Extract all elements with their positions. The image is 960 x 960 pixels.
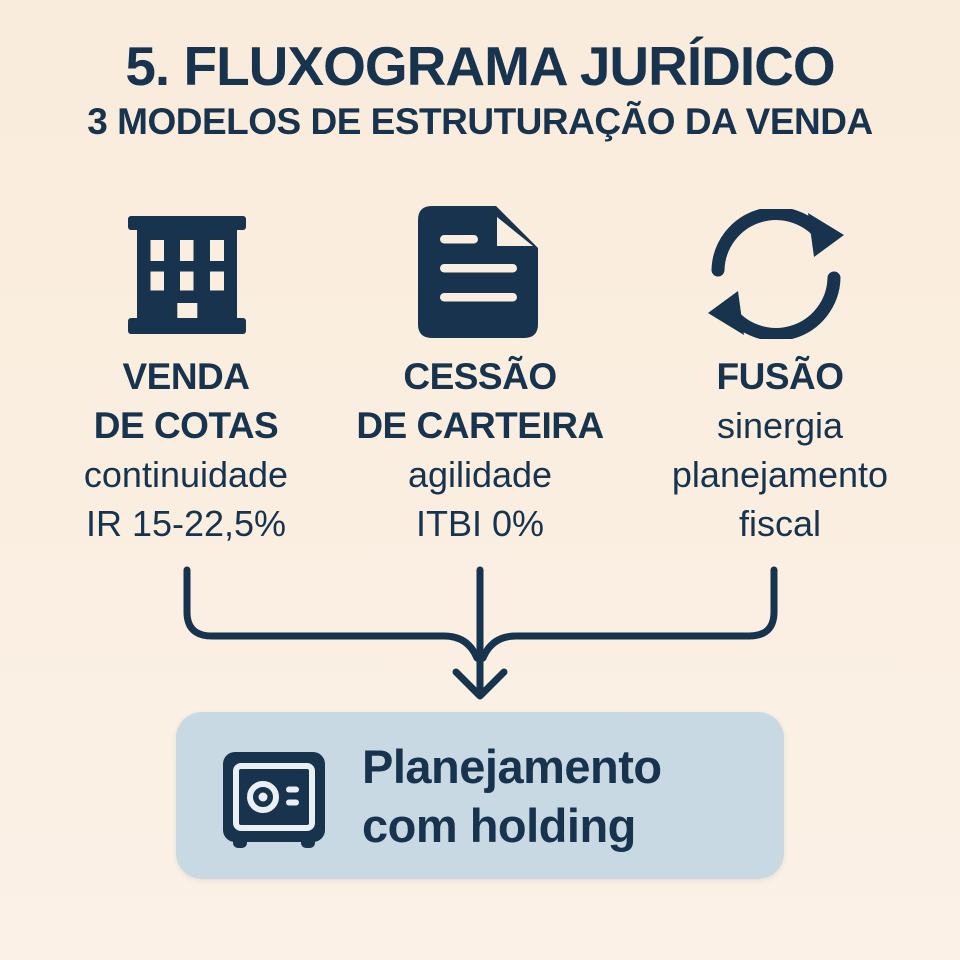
arrowhead [452,668,508,700]
model-column-cessao-de-carteira: CESSÃO DE CARTEIRA agilidade ITBI 0% [328,352,632,548]
model-title-line: VENDA [122,356,250,397]
model-detail-line: IR 15-22,5% [85,503,287,544]
page-subtitle: 3 MODELOS DE ESTRUTURAÇÃO DA VENDA [87,101,873,142]
sync-icon [708,209,844,339]
model-detail-line: sinergia [716,405,844,446]
model-title-line: DE CARTEIRA [356,405,604,446]
page-title: 5. FLUXOGRAMA JURÍDICO [125,35,835,97]
model-detail-line: agilidade [407,454,553,495]
model-column-fusao: FUSÃO sinergia planejamento fiscal [628,352,932,548]
model-title-line: FUSÃO [716,356,845,397]
document-icon [418,206,538,338]
model-column-venda-de-cotas: VENDA DE COTAS continuidade IR 15-22,5% [34,352,338,548]
model-detail-line: ITBI 0% [415,503,545,544]
building-icon [128,216,246,334]
result-label-line: Planejamento [362,739,662,793]
result-label-line: com holding [362,798,636,852]
result-box: Planejamento com holding [176,712,784,879]
connector-left-branch [183,566,481,662]
model-title-line: CESSÃO [403,356,557,397]
model-title-line: DE COTAS [93,405,279,446]
connector-right-branch [479,566,778,662]
safe-icon [223,751,325,848]
model-detail-line: continuidade [83,454,289,495]
model-detail-line: planejamento [671,454,889,495]
model-detail-line: fiscal [738,503,822,544]
result-label: Planejamento com holding [362,737,662,855]
